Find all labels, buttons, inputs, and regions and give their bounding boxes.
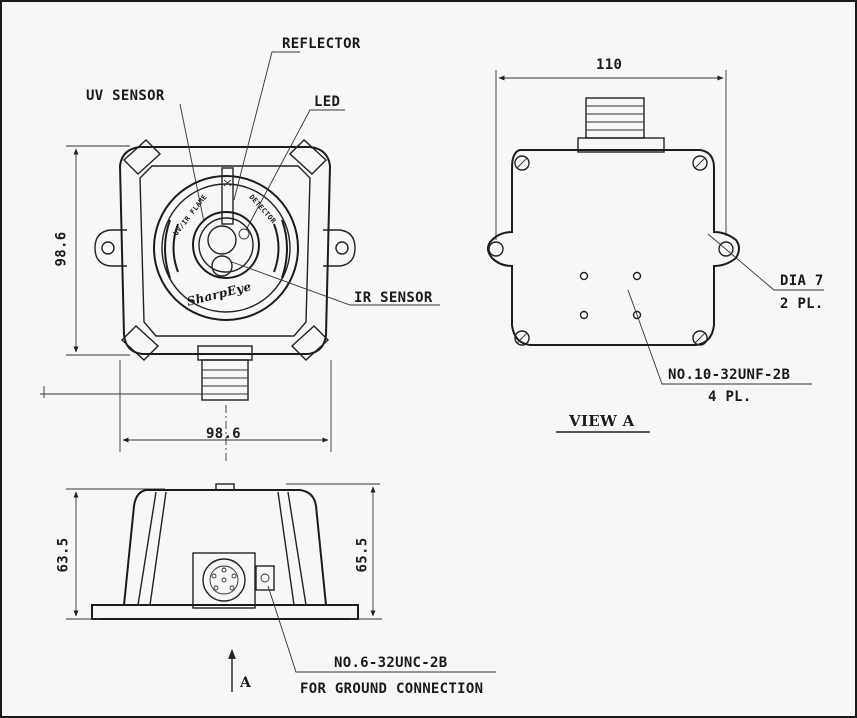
led-label: LED: [314, 94, 341, 110]
side-view: [66, 483, 496, 692]
view-a-width-dimension: 110: [596, 57, 623, 73]
front-right-ear-hole: [335, 241, 349, 255]
front-connector-body: [201, 359, 249, 401]
side-connector: [192, 552, 256, 609]
front-window: [192, 211, 260, 279]
uv-sensor-label: UV SENSOR: [86, 88, 165, 104]
front-left-ear: [94, 229, 127, 267]
view-a-plate: [487, 149, 740, 346]
side-flange: [91, 604, 359, 620]
leader-thread-top: [627, 289, 812, 385]
leader-uv-sensor: [179, 103, 205, 223]
thread-top-label: NO.10-32UNF-2B: [668, 367, 791, 383]
view-a-tapped-holes: [579, 271, 642, 320]
thread-top-qty-label: 4 PL.: [708, 389, 752, 405]
reflector-label: REFLECTOR: [282, 36, 361, 52]
ground-lug: [255, 565, 275, 591]
view-a-connector: [585, 97, 645, 139]
ir-sensor-element: [211, 255, 233, 277]
leader-reflector: [233, 51, 300, 201]
front-housing-outer: [118, 146, 332, 355]
view-a-right-hole: [718, 241, 734, 257]
side-body: [122, 489, 328, 606]
uv-sensor-element: [207, 225, 237, 255]
front-view: [40, 51, 440, 462]
front-housing-inner: [139, 165, 311, 337]
side-left-height-dimension: 63.5: [55, 537, 72, 573]
view-a-left-hole: [488, 241, 504, 257]
ground-connection-label: FOR GROUND CONNECTION: [300, 681, 484, 697]
front-face-outer-ring: [153, 175, 299, 321]
front-width-dimension: 98.6: [206, 426, 241, 442]
side-right-height-dimension: 65.5: [354, 537, 371, 573]
front-height-dimension: 98.6: [53, 231, 70, 267]
front-right-ear: [323, 229, 356, 267]
dia-qty-label: 2 PL.: [780, 296, 824, 312]
view-a: [487, 70, 824, 433]
led-element: [238, 228, 250, 240]
view-arrow-label: A: [240, 675, 252, 691]
dia-label: DIA 7: [780, 273, 824, 289]
thread-ground-label: NO.6-32UNC-2B: [334, 655, 448, 671]
reflector-post: [221, 167, 234, 225]
leader-ir-sensor: [231, 261, 440, 306]
ir-sensor-label: IR SENSOR: [354, 290, 433, 306]
front-left-ear-hole: [101, 241, 115, 255]
leader-ground: [267, 585, 496, 673]
view-a-title: VIEW A: [569, 412, 635, 430]
view-a-screws: [514, 155, 708, 346]
leader-led: [245, 109, 345, 231]
